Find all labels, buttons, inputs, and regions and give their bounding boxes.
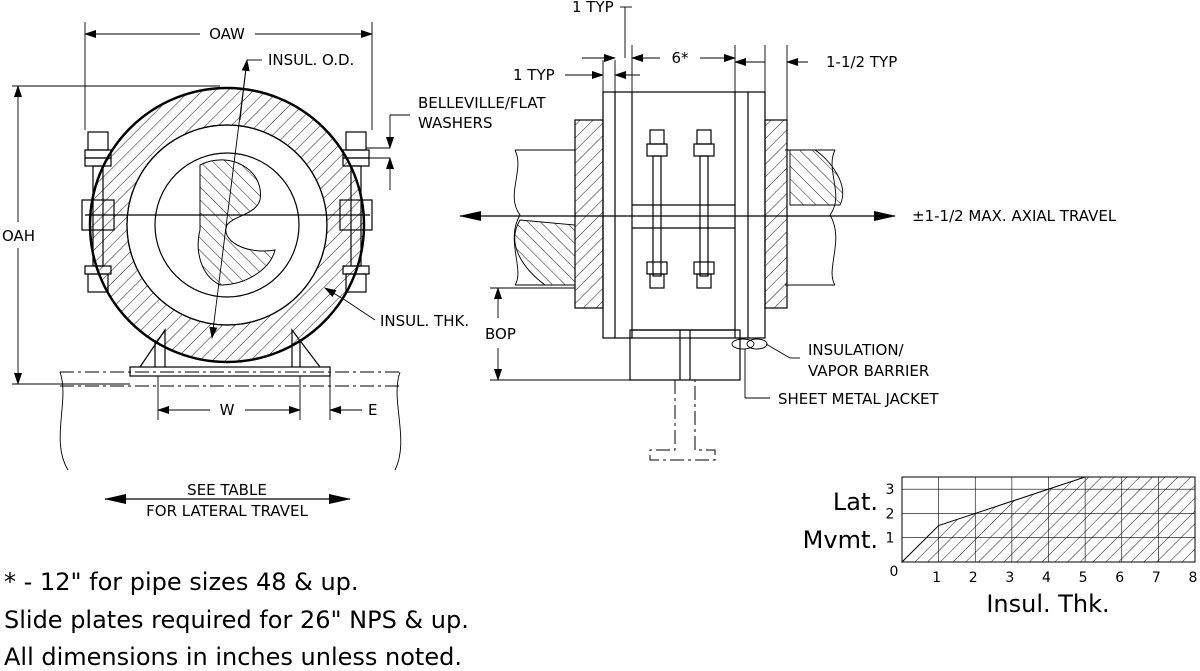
sheet-metal-label: SHEET METAL JACKET: [778, 390, 939, 408]
clamp-body: [602, 91, 766, 339]
oah-label: OAH: [2, 227, 35, 245]
washers-label-line1: BELLEVILLE/FLAT: [418, 94, 546, 112]
chart-x-tick-label: 7: [1152, 570, 1161, 586]
chart-ylabel-line1: Lat.: [833, 488, 878, 516]
chart-x-tick-label: 2: [969, 570, 978, 586]
pipe-section: [197, 159, 276, 286]
chart-area-series: [900, 476, 1196, 563]
w-label: W: [220, 401, 235, 419]
side-view: ±1-1/2 MAX. AXIAL TRAVEL 1 TYP 6* 1 TYP …: [459, 0, 1117, 461]
chart-x-tick-label: 4: [1042, 570, 1051, 586]
axial-travel-label: ±1-1/2 MAX. AXIAL TRAVEL: [912, 207, 1117, 225]
one-typ-label: 1 TYP: [513, 66, 555, 84]
six-label: 6*: [671, 49, 689, 67]
chart-frame: [901, 476, 1196, 563]
insulation-right: [764, 119, 788, 309]
insul-od-label: INSUL. O.D.: [268, 51, 354, 69]
see-table-line1: SEE TABLE: [187, 481, 267, 499]
support-block: [629, 329, 741, 381]
left-bolt-assembly: [81, 131, 115, 293]
chart-x-tick-label: 1: [932, 570, 941, 586]
chart-y-tick-label: 2: [886, 506, 895, 522]
chart-x-tick-label: 3: [1005, 570, 1014, 586]
chart-y-tick-label: 3: [886, 482, 895, 498]
chart-x-tick-label: 0: [890, 564, 899, 580]
e-label: E: [368, 401, 377, 419]
side-bolts: [646, 129, 715, 289]
oaw-label: OAW: [209, 25, 245, 43]
chart-xlabel: Insul. Thk.: [986, 590, 1109, 618]
one-half-typ-label: 1-1/2 TYP: [826, 53, 897, 71]
insulation-label-line2: VAPOR BARRIER: [808, 362, 929, 380]
see-table-line2: FOR LATERAL TRAVEL: [146, 502, 308, 520]
beam-flange-outline: [59, 371, 402, 471]
chart-y-tick-label: 1: [886, 531, 895, 547]
bop-label: BOP: [485, 325, 516, 343]
lateral-movement-chart: 0 1 2 3 4 5 6 7 8 1 2 3 Lat. Mvmt. Insul. Thk.: [803, 476, 1198, 618]
note-dimensions: All dimensions in inches unless noted.: [4, 643, 462, 671]
chart-x-tick-label: 5: [1079, 570, 1088, 586]
insul-thk-label: INSUL. THK.: [380, 312, 469, 330]
note-pipe-sizes: * - 12" for pipe sizes 48 & up.: [4, 568, 359, 596]
chart-ylabel-line2: Mvmt.: [803, 526, 878, 554]
chart-x-tick-label: 6: [1115, 570, 1124, 586]
insulation-left: [574, 119, 604, 309]
insulation-label-line1: INSULATION/: [808, 341, 905, 359]
front-view: OAW INSUL. O.D. BELLEVILLE/FLAT WASHERS …: [2, 22, 546, 520]
chart-x-tick-label: 8: [1189, 570, 1198, 586]
right-bolt-assembly: [339, 131, 373, 293]
pipe-outline: [154, 152, 300, 298]
washers-label-line2: WASHERS: [418, 114, 493, 132]
one-typ-top-label: 1 TYP: [572, 0, 614, 16]
sheet-metal-jacket: [88, 86, 366, 364]
chart-y-ticks: 1 2 3: [886, 482, 895, 547]
chart-x-ticks: 0 1 2 3 4 5 6 7 8: [890, 564, 1198, 586]
note-slide-plates: Slide plates required for 26" NPS & up.: [4, 606, 469, 634]
